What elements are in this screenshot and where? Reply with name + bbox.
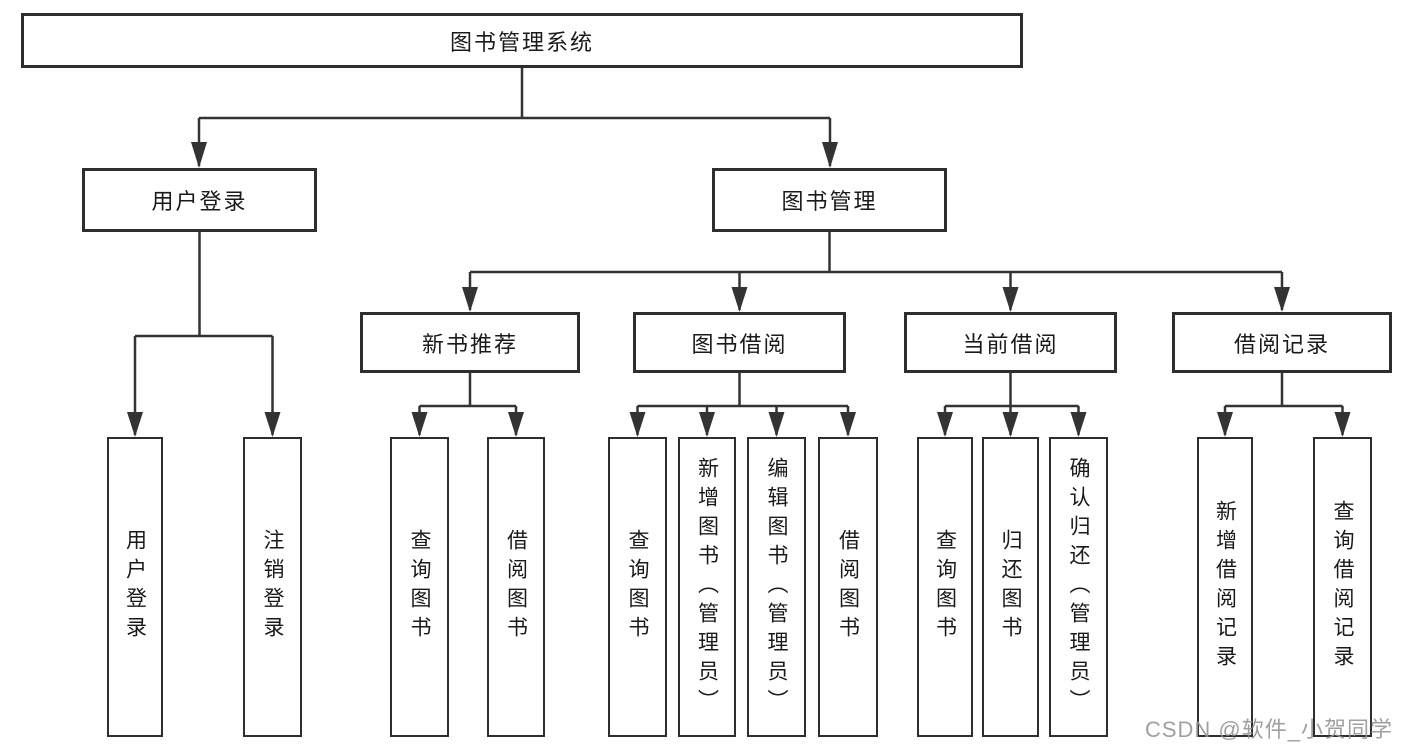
csdn-watermark: CSDN @软件_小贺同学 xyxy=(1144,717,1393,742)
node-book-borrowing: 图书借阅 xyxy=(633,312,846,373)
leaf-user-login: 用户登录 xyxy=(107,437,163,737)
leaf-label: 新增图书（管理员） xyxy=(695,456,719,718)
leaf-label: 归还图书 xyxy=(999,529,1022,645)
leaf-edit-book-admin: 编辑图书（管理员） xyxy=(747,437,806,737)
node-borrowing-records: 借阅记录 xyxy=(1172,312,1392,373)
leaf-borrow-books-2: 借阅图书 xyxy=(818,437,878,737)
leaf-label: 编辑图书（管理员） xyxy=(765,456,788,718)
leaf-label: 新增借阅记录 xyxy=(1213,500,1237,674)
node-current-borrowing: 当前借阅 xyxy=(904,312,1117,373)
leaf-label: 查询图书 xyxy=(626,529,649,645)
leaf-logout: 注销登录 xyxy=(243,437,302,737)
leaf-label: 用户登录 xyxy=(123,529,147,645)
node-new-book-recommendation: 新书推荐 xyxy=(360,312,580,373)
leaf-query-books-1: 查询图书 xyxy=(390,437,449,737)
leaf-add-borrow-record: 新增借阅记录 xyxy=(1197,437,1253,737)
leaf-confirm-return-admin: 确认归还（管理员） xyxy=(1049,437,1108,737)
leaf-label: 注销登录 xyxy=(261,529,284,645)
leaf-query-borrow-record: 查询借阅记录 xyxy=(1313,437,1372,737)
node-library-management-system: 图书管理系统 xyxy=(21,13,1023,68)
leaf-label: 借阅图书 xyxy=(504,529,528,645)
leaf-label: 查询借阅记录 xyxy=(1331,500,1354,674)
leaf-borrow-books-1: 借阅图书 xyxy=(487,437,545,737)
node-book-management: 图书管理 xyxy=(712,168,947,232)
leaf-label: 确认归还（管理员） xyxy=(1067,456,1090,718)
leaf-label: 借阅图书 xyxy=(836,529,860,645)
leaf-label: 查询图书 xyxy=(408,529,431,645)
node-user-login: 用户登录 xyxy=(82,168,317,232)
leaf-add-book-admin: 新增图书（管理员） xyxy=(678,437,736,737)
leaf-label: 查询图书 xyxy=(933,529,957,645)
leaf-query-books-3: 查询图书 xyxy=(917,437,973,737)
leaf-query-books-2: 查询图书 xyxy=(608,437,667,737)
leaf-return-book: 归还图书 xyxy=(982,437,1039,737)
